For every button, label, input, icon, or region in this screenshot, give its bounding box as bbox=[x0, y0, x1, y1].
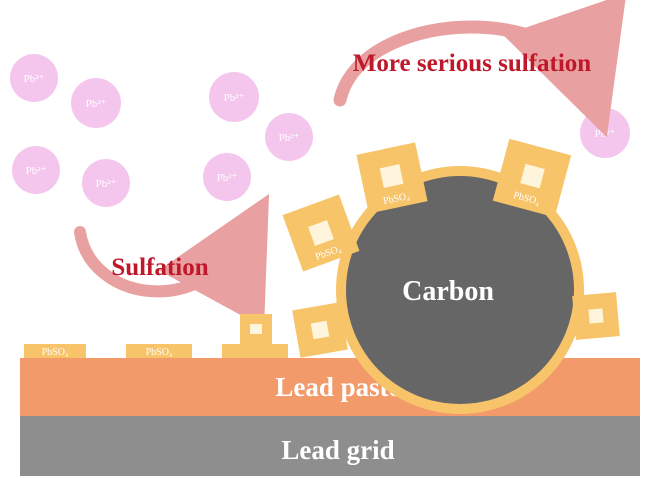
lead-grid-label: Lead grid bbox=[281, 435, 394, 465]
pb-ion-4: Pb²⁺ bbox=[82, 159, 130, 207]
svg-text:Pb²⁺: Pb²⁺ bbox=[96, 178, 117, 190]
svg-text:Pb²⁺: Pb²⁺ bbox=[217, 172, 238, 184]
pbso4-flat-2: PbSO₄ bbox=[126, 344, 192, 358]
pb-ion-3: Pb²⁺ bbox=[12, 146, 60, 194]
pbso4-crystal-5 bbox=[572, 292, 620, 340]
svg-text:PbSO₄: PbSO₄ bbox=[146, 347, 173, 358]
svg-text:Pb²⁺: Pb²⁺ bbox=[26, 165, 47, 177]
pbso4-crystal-2: PbSO₄ bbox=[282, 194, 360, 272]
sulfation-label: Sulfation bbox=[111, 254, 208, 281]
carbon-label: Carbon bbox=[402, 276, 494, 307]
pbso4-crystal-3: PbSO₄ bbox=[356, 142, 428, 214]
lead-grid-layer bbox=[20, 416, 640, 476]
pb-ion-2: Pb²⁺ bbox=[71, 78, 121, 128]
svg-text:Pb²⁺: Pb²⁺ bbox=[224, 92, 245, 104]
pbso4-crystal-1 bbox=[292, 302, 348, 358]
more-serious-label: More serious sulfation bbox=[353, 50, 592, 77]
pb-ion-6: Pb²⁺ bbox=[265, 113, 313, 161]
carbon-particle bbox=[346, 176, 574, 404]
pb-ion-7: Pb²⁺ bbox=[203, 153, 251, 201]
pbso4-crystal-4: PbSO₄ bbox=[492, 138, 572, 218]
pb-ion-8: Pb²⁺ bbox=[580, 108, 630, 158]
svg-text:Pb²⁺: Pb²⁺ bbox=[86, 98, 107, 110]
pbso4-flat-1: PbSO₄ bbox=[24, 344, 86, 358]
more-serious-arrow bbox=[333, 0, 627, 138]
svg-text:PbSO₄: PbSO₄ bbox=[42, 347, 69, 358]
pb-ion-5: Pb²⁺ bbox=[209, 72, 259, 122]
svg-text:Pb²⁺: Pb²⁺ bbox=[595, 128, 616, 140]
sulfation-arrow bbox=[74, 193, 270, 328]
svg-text:Pb²⁺: Pb²⁺ bbox=[24, 73, 45, 85]
svg-text:Pb²⁺: Pb²⁺ bbox=[279, 132, 300, 144]
pb-ion-1: Pb²⁺ bbox=[10, 54, 58, 102]
pbso4-small-stack bbox=[222, 314, 288, 358]
